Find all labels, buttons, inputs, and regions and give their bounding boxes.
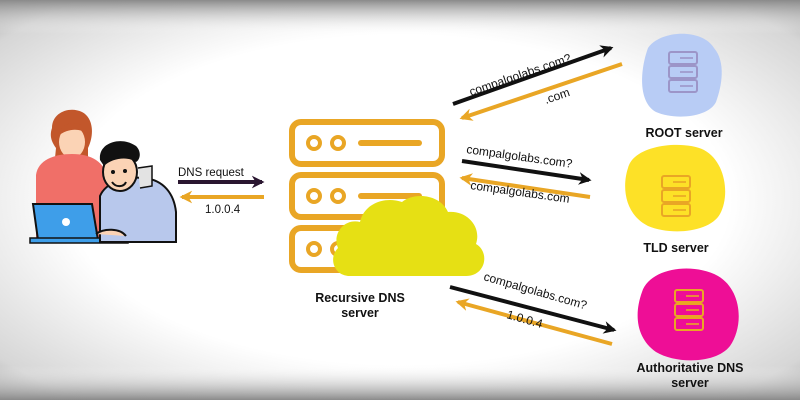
root-response-arrow [459,62,623,121]
root-server-blob [642,33,722,117]
authoritative-server-label-line2: server [671,376,709,390]
authoritative-response-arrow [455,298,613,346]
cloud-icon [333,196,485,276]
tld-query-arrow [461,159,592,185]
recursive-server-label-line2: server [341,306,379,320]
authoritative-query-arrow [449,285,617,334]
tld-response-arrow [459,173,591,199]
root-server-label: ROOT server [645,126,722,140]
recursive-server-icon [289,119,445,273]
tld-server-icon [661,175,691,217]
authoritative-server-label-line1: Authoritative DNS [637,361,744,375]
root-server-icon [668,51,698,93]
authoritative-server-blob [637,268,739,361]
tld-server-label: TLD server [643,241,708,255]
root-query-arrow [452,45,614,106]
bottom-shading [0,366,800,400]
dns-response-label: 1.0.0.4 [205,204,241,216]
dns-request-label: DNS request [178,167,245,179]
authoritative-server-icon [674,289,704,331]
users-illustration [29,109,177,244]
recursive-server-label-line1: Recursive DNS [315,291,405,305]
top-shading [0,0,800,34]
